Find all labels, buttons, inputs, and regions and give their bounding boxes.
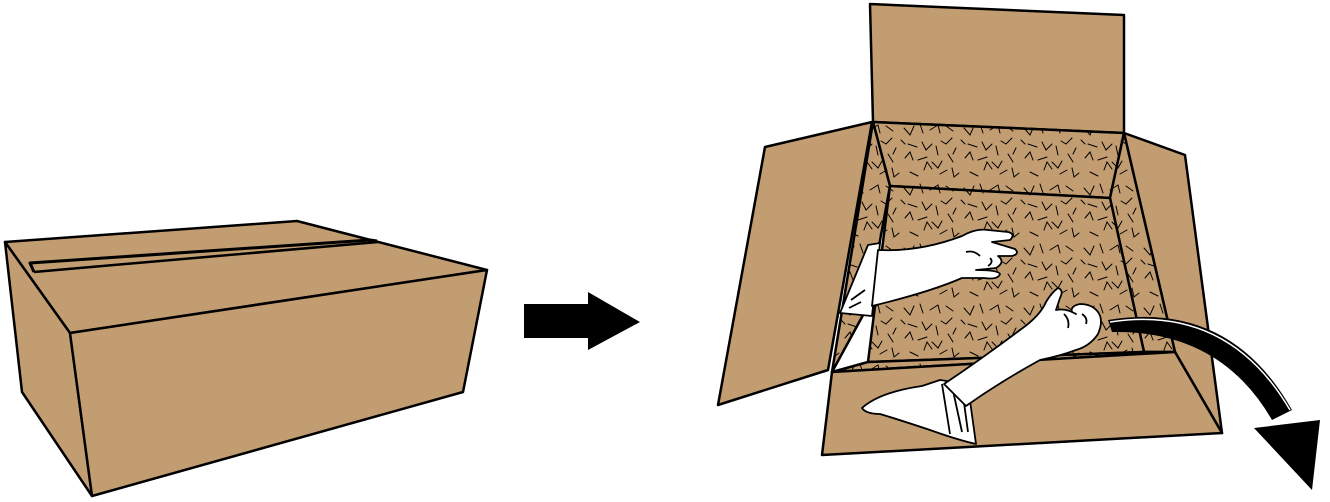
lower-gloved-hand xyxy=(861,287,1102,445)
front-flap xyxy=(820,350,1224,457)
opened-box xyxy=(716,2,1224,457)
back-flap xyxy=(868,2,1126,135)
closed-box-front xyxy=(68,268,489,498)
closed-box xyxy=(3,219,489,498)
upper-gloved-hand xyxy=(839,228,1018,317)
curved-arrow-down-icon xyxy=(1108,316,1320,490)
left-flap xyxy=(716,120,874,407)
arrow-right-icon xyxy=(524,292,640,350)
